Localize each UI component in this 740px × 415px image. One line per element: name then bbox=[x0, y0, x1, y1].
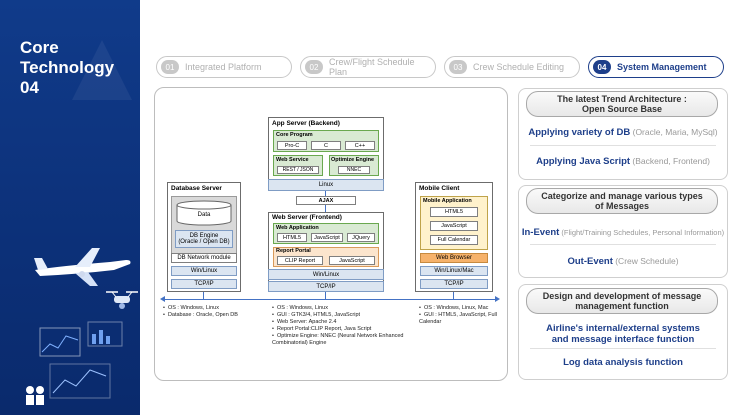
db-server-os: Win/Linux bbox=[171, 266, 237, 276]
web-service-label: Web Service bbox=[276, 157, 309, 163]
notes-database: OS : Windows, Linux Database : Oracle, O… bbox=[163, 305, 263, 319]
web-item-html5: HTML5 bbox=[277, 233, 307, 242]
web-item-javascript: JavaScript bbox=[311, 233, 343, 242]
note-item: OS : Windows, Linux bbox=[163, 305, 263, 312]
web-application-label: Web Application bbox=[276, 225, 319, 231]
core-item-cpp: C++ bbox=[345, 141, 375, 150]
connector-line bbox=[325, 191, 326, 196]
tab-number: 04 bbox=[593, 60, 611, 74]
optimize-engine-item: NNEC bbox=[338, 166, 370, 174]
item-main: Applying Java Script bbox=[536, 156, 631, 167]
item-main: In-Event bbox=[521, 227, 560, 238]
core-item-proc: Pro-C bbox=[277, 141, 307, 150]
item-interface-function: Airline's internal/external systems and … bbox=[546, 323, 700, 345]
tab-crew-flight-schedule-plan[interactable]: 02 Crew/Flight Schedule Plan bbox=[300, 56, 436, 78]
tab-label: Crew Schedule Editing bbox=[473, 62, 565, 72]
tab-crew-schedule-editing[interactable]: 03 Crew Schedule Editing bbox=[444, 56, 580, 78]
note-item: OS : Windows, Linux bbox=[272, 305, 408, 312]
web-server-net: TCP/IP bbox=[268, 281, 384, 292]
item-sub: (Oracle, Maria, MySql) bbox=[630, 127, 718, 137]
db-engine-box: DB Engine (Oracle / Open DB) bbox=[175, 230, 233, 248]
app-server-title: App Server (Backend) bbox=[272, 120, 340, 127]
dashboard-illustration-icon bbox=[26, 321, 123, 405]
tab-integrated-platform[interactable]: 01 Integrated Platform bbox=[156, 56, 292, 78]
divider bbox=[530, 348, 716, 349]
item-sub: (Crew Schedule) bbox=[612, 256, 679, 266]
item-out-event: Out-Event (Crew Schedule) bbox=[518, 256, 728, 267]
db-server-net: TCP/IP bbox=[171, 279, 237, 289]
airplane-icon bbox=[34, 248, 131, 286]
web-server-os: Win/Linux bbox=[268, 269, 384, 280]
page-title: Core Technology 04 bbox=[20, 38, 115, 97]
web-service-item: REST / JSON bbox=[277, 166, 319, 174]
mobile-client-title: Mobile Client bbox=[419, 185, 460, 192]
report-item-javascript: JavaScript bbox=[329, 256, 375, 265]
tab-label: Crew/Flight Schedule Plan bbox=[328, 57, 415, 77]
item-in-event: In-Event (Flight/Training Schedules, Per… bbox=[518, 227, 728, 238]
notes-web-server: OS : Windows, Linux GUI : GTK3/4, HTML5,… bbox=[272, 305, 408, 347]
drone-icon bbox=[106, 291, 138, 309]
left-arrow-icon bbox=[160, 296, 165, 302]
core-item-c: C bbox=[311, 141, 341, 150]
network-bus-line bbox=[164, 299, 496, 300]
note-item: Database : Oracle, Open DB bbox=[163, 312, 263, 319]
mobile-net: TCP/IP bbox=[420, 279, 488, 289]
tab-number: 03 bbox=[449, 60, 467, 74]
tab-number: 01 bbox=[161, 60, 179, 74]
core-program-label: Core Program bbox=[276, 132, 313, 138]
db-data-label: Data bbox=[197, 212, 211, 218]
item-main: Applying variety of DB bbox=[528, 127, 631, 138]
app-server-os: Linux bbox=[268, 179, 384, 191]
web-item-jquery: JQuery bbox=[347, 233, 375, 242]
note-item: GUI : HTML5, JavaScript, Full Calendar bbox=[419, 312, 505, 326]
pill-message-management: Design and development of message manage… bbox=[526, 288, 718, 314]
item-sub: (Flight/Training Schedules, Personal Inf… bbox=[559, 228, 725, 237]
ajax-label: AJAX bbox=[296, 196, 356, 205]
item-main: Out-Event bbox=[567, 256, 613, 267]
tab-label: Integrated Platform bbox=[185, 62, 262, 72]
web-server-title: Web Server (Frontend) bbox=[272, 214, 342, 221]
mobile-item-html5: HTML5 bbox=[430, 207, 478, 217]
mobile-item-full-calendar: Full Calendar bbox=[430, 235, 478, 245]
note-item: OS : Windows, Linux, Mac bbox=[419, 305, 505, 312]
left-panel bbox=[0, 0, 140, 415]
item-variety-db: Applying variety of DB (Oracle, Maria, M… bbox=[518, 127, 728, 138]
tab-label: System Management bbox=[617, 62, 707, 72]
connector-line bbox=[325, 292, 326, 299]
note-item: Web Server: Apache 2.4 bbox=[272, 319, 408, 326]
tab-number: 02 bbox=[305, 60, 323, 74]
note-item: Report Portal:CLIP Report, Java Script bbox=[272, 326, 408, 333]
tab-system-management[interactable]: 04 System Management bbox=[588, 56, 724, 78]
mobile-application-label: Mobile Application bbox=[423, 198, 472, 204]
app-server-box bbox=[268, 117, 384, 191]
db-network-module: DB Network module bbox=[171, 253, 237, 263]
mobile-item-javascript: JavaScript bbox=[430, 221, 478, 231]
decorative-triangle bbox=[72, 40, 132, 100]
database-server-title: Database Server bbox=[171, 185, 222, 192]
item-sub: (Backend, Frontend) bbox=[630, 156, 710, 166]
pill-architecture: The latest Trend Architecture : Open Sou… bbox=[526, 91, 718, 117]
mobile-os: Win/Linux/Mac bbox=[420, 266, 488, 276]
pill-messages: Categorize and manage various types of M… bbox=[526, 188, 718, 214]
right-arrow-icon bbox=[495, 296, 500, 302]
item-log-analysis: Log data analysis function bbox=[563, 357, 683, 368]
divider bbox=[530, 145, 716, 146]
item-java-script: Applying Java Script (Backend, Frontend) bbox=[518, 156, 728, 167]
connector-line bbox=[325, 205, 326, 212]
divider bbox=[530, 244, 716, 245]
connector-line bbox=[453, 292, 454, 299]
note-item: GUI : GTK3/4, HTML5, JavaScript bbox=[272, 312, 408, 319]
report-portal-label: Report Portal bbox=[276, 248, 311, 254]
mobile-web-browser: Web Browser bbox=[420, 253, 488, 263]
report-item-clip: CLIP Report bbox=[277, 256, 323, 265]
connector-line bbox=[203, 292, 204, 299]
notes-mobile: OS : Windows, Linux, Mac GUI : HTML5, Ja… bbox=[419, 305, 505, 326]
database-cylinder-icon bbox=[176, 200, 232, 226]
note-item: Optimize Engine: NNEC (Neural Network En… bbox=[272, 333, 408, 347]
optimize-engine-label: Optimize Engine bbox=[331, 157, 375, 163]
